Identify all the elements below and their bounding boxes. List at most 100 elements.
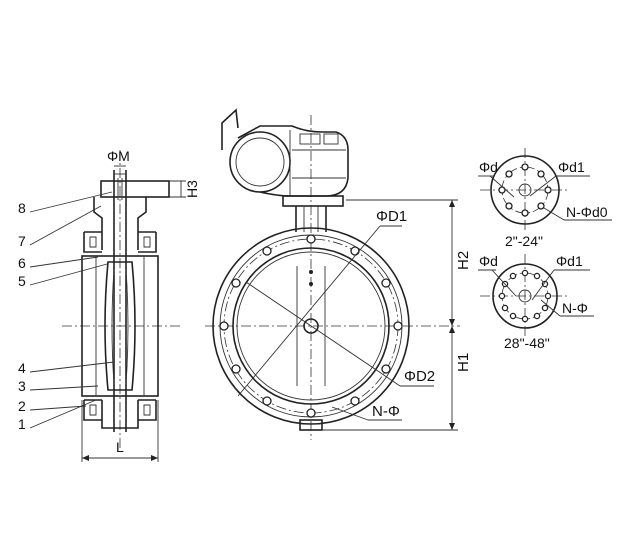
flange-detail-small: Φd Φd1 N-Φd0 2"-24": [478, 148, 612, 249]
small-label-phid: Φd: [479, 159, 498, 175]
top-left-ear: [83, 231, 102, 253]
bolt-hole: [498, 292, 506, 300]
disc-circle: [236, 251, 386, 401]
flange-outer-circle: [212, 227, 410, 425]
label-phiM: ΦM: [107, 148, 130, 164]
label-H1: H1: [455, 353, 472, 372]
bolt-hole: [505, 170, 513, 178]
small-n-leader: [543, 207, 565, 221]
gearbox-indicator: [323, 133, 339, 145]
small-phid-leader: [489, 175, 515, 198]
disc-inner: [111, 269, 129, 385]
bolt-hole: [350, 246, 360, 256]
large-flange-outer: [492, 263, 558, 329]
bolt-hole: [537, 170, 545, 178]
leader-4: [29, 361, 115, 373]
body-neck: [93, 197, 147, 250]
bottom-boss: [101, 400, 139, 429]
large-label-phid: Φd: [479, 253, 498, 269]
bottom-right-ear: [138, 399, 157, 421]
bolt-hole: [501, 304, 509, 312]
large-n-leader: [540, 299, 561, 317]
part-3: 3: [18, 378, 26, 394]
leader-3: [29, 385, 99, 391]
gearbox-top-boss: [299, 133, 321, 145]
bolt-hole: [381, 364, 391, 374]
leader-1: [29, 399, 97, 429]
bolt-hole: [306, 408, 316, 418]
bolt-hole: [544, 292, 552, 300]
mounting-flange: [282, 195, 344, 207]
bolt-hole: [521, 163, 529, 171]
leader-7: [29, 205, 102, 246]
leader-2: [29, 405, 87, 411]
bolt-hole: [262, 246, 272, 256]
small-flange-outer: [490, 155, 560, 225]
gearbox-inner-circle: [235, 137, 285, 187]
front-view: ΦD1 ΦD2 N-Φ H2 H1: [205, 108, 472, 440]
NPhi-leader: [331, 406, 369, 421]
valve-body: [81, 255, 159, 397]
bolt-hole: [219, 321, 229, 331]
phiD1-leader: [237, 225, 381, 397]
bolt-hole: [231, 278, 241, 288]
bolt-hole: [537, 202, 545, 210]
flange-bolt-holes: [219, 234, 403, 418]
bottom-boss: [299, 419, 323, 431]
large-label-phid1: Φd1: [556, 253, 583, 269]
large-flange-holes: [498, 269, 552, 323]
gearbox-circle: [229, 131, 291, 193]
part-8: 8: [18, 200, 26, 216]
bolt-hole: [533, 312, 541, 320]
bolt-hole: [533, 272, 541, 280]
side-view: ΦM H3 L 8 7 6 5 4 3 2 1: [18, 148, 200, 462]
large-flange-bore: [518, 289, 532, 303]
part-1: 1: [18, 416, 26, 432]
bolt-hole: [509, 272, 517, 280]
bolt-hole: [521, 209, 529, 217]
small-size-range: 2"-24": [505, 233, 543, 249]
label-L: L: [116, 439, 124, 455]
bolt-hole: [509, 312, 517, 320]
disc-pin-top-2: [309, 282, 313, 286]
disc-pin-top-1: [309, 270, 313, 274]
bolt-hole: [541, 304, 549, 312]
top-left-ear-hole: [89, 236, 97, 248]
top-right-ear-hole: [143, 236, 151, 248]
top-right-ear: [138, 231, 157, 253]
phiD2-leader: [245, 281, 401, 387]
bottom-right-ear-hole: [143, 404, 151, 416]
label-H3: H3: [184, 180, 200, 198]
bolt-hole: [541, 280, 549, 288]
top-mounting-plate: [100, 180, 170, 198]
bolt-hole: [521, 269, 529, 277]
small-label-n-phid0: N-Φd0: [566, 204, 608, 220]
bolt-hole: [521, 315, 529, 323]
leader-5: [29, 263, 108, 286]
label-H2: H2: [455, 251, 472, 270]
large-label-n-phi: N-Φ: [562, 300, 588, 316]
seat-circle: [232, 247, 390, 405]
small-label-phid1: Φd1: [558, 159, 585, 175]
small-flange-holes: [498, 163, 552, 217]
leader-8: [29, 191, 113, 213]
bolt-hole: [393, 321, 403, 331]
part-4: 4: [18, 360, 26, 376]
large-size-range: 28"-48": [504, 335, 550, 351]
neck: [295, 206, 327, 232]
disc-hub: [303, 318, 319, 334]
bolt-hole: [544, 186, 552, 194]
bolt-hole: [231, 364, 241, 374]
large-phid-leader: [491, 269, 517, 297]
bolt-hole: [306, 234, 316, 244]
bolt-hole: [381, 278, 391, 288]
part-6: 6: [18, 255, 26, 271]
part-7: 7: [18, 233, 26, 249]
bolt-hole: [350, 396, 360, 406]
label-phiD2: ΦD2: [404, 368, 435, 385]
gearbox-ribs: [289, 130, 346, 196]
bolt-hole: [262, 396, 272, 406]
flange-detail-large: Φd Φd1 N-Φ 28"-48": [478, 253, 594, 351]
bottom-left-ear-hole: [89, 404, 97, 416]
